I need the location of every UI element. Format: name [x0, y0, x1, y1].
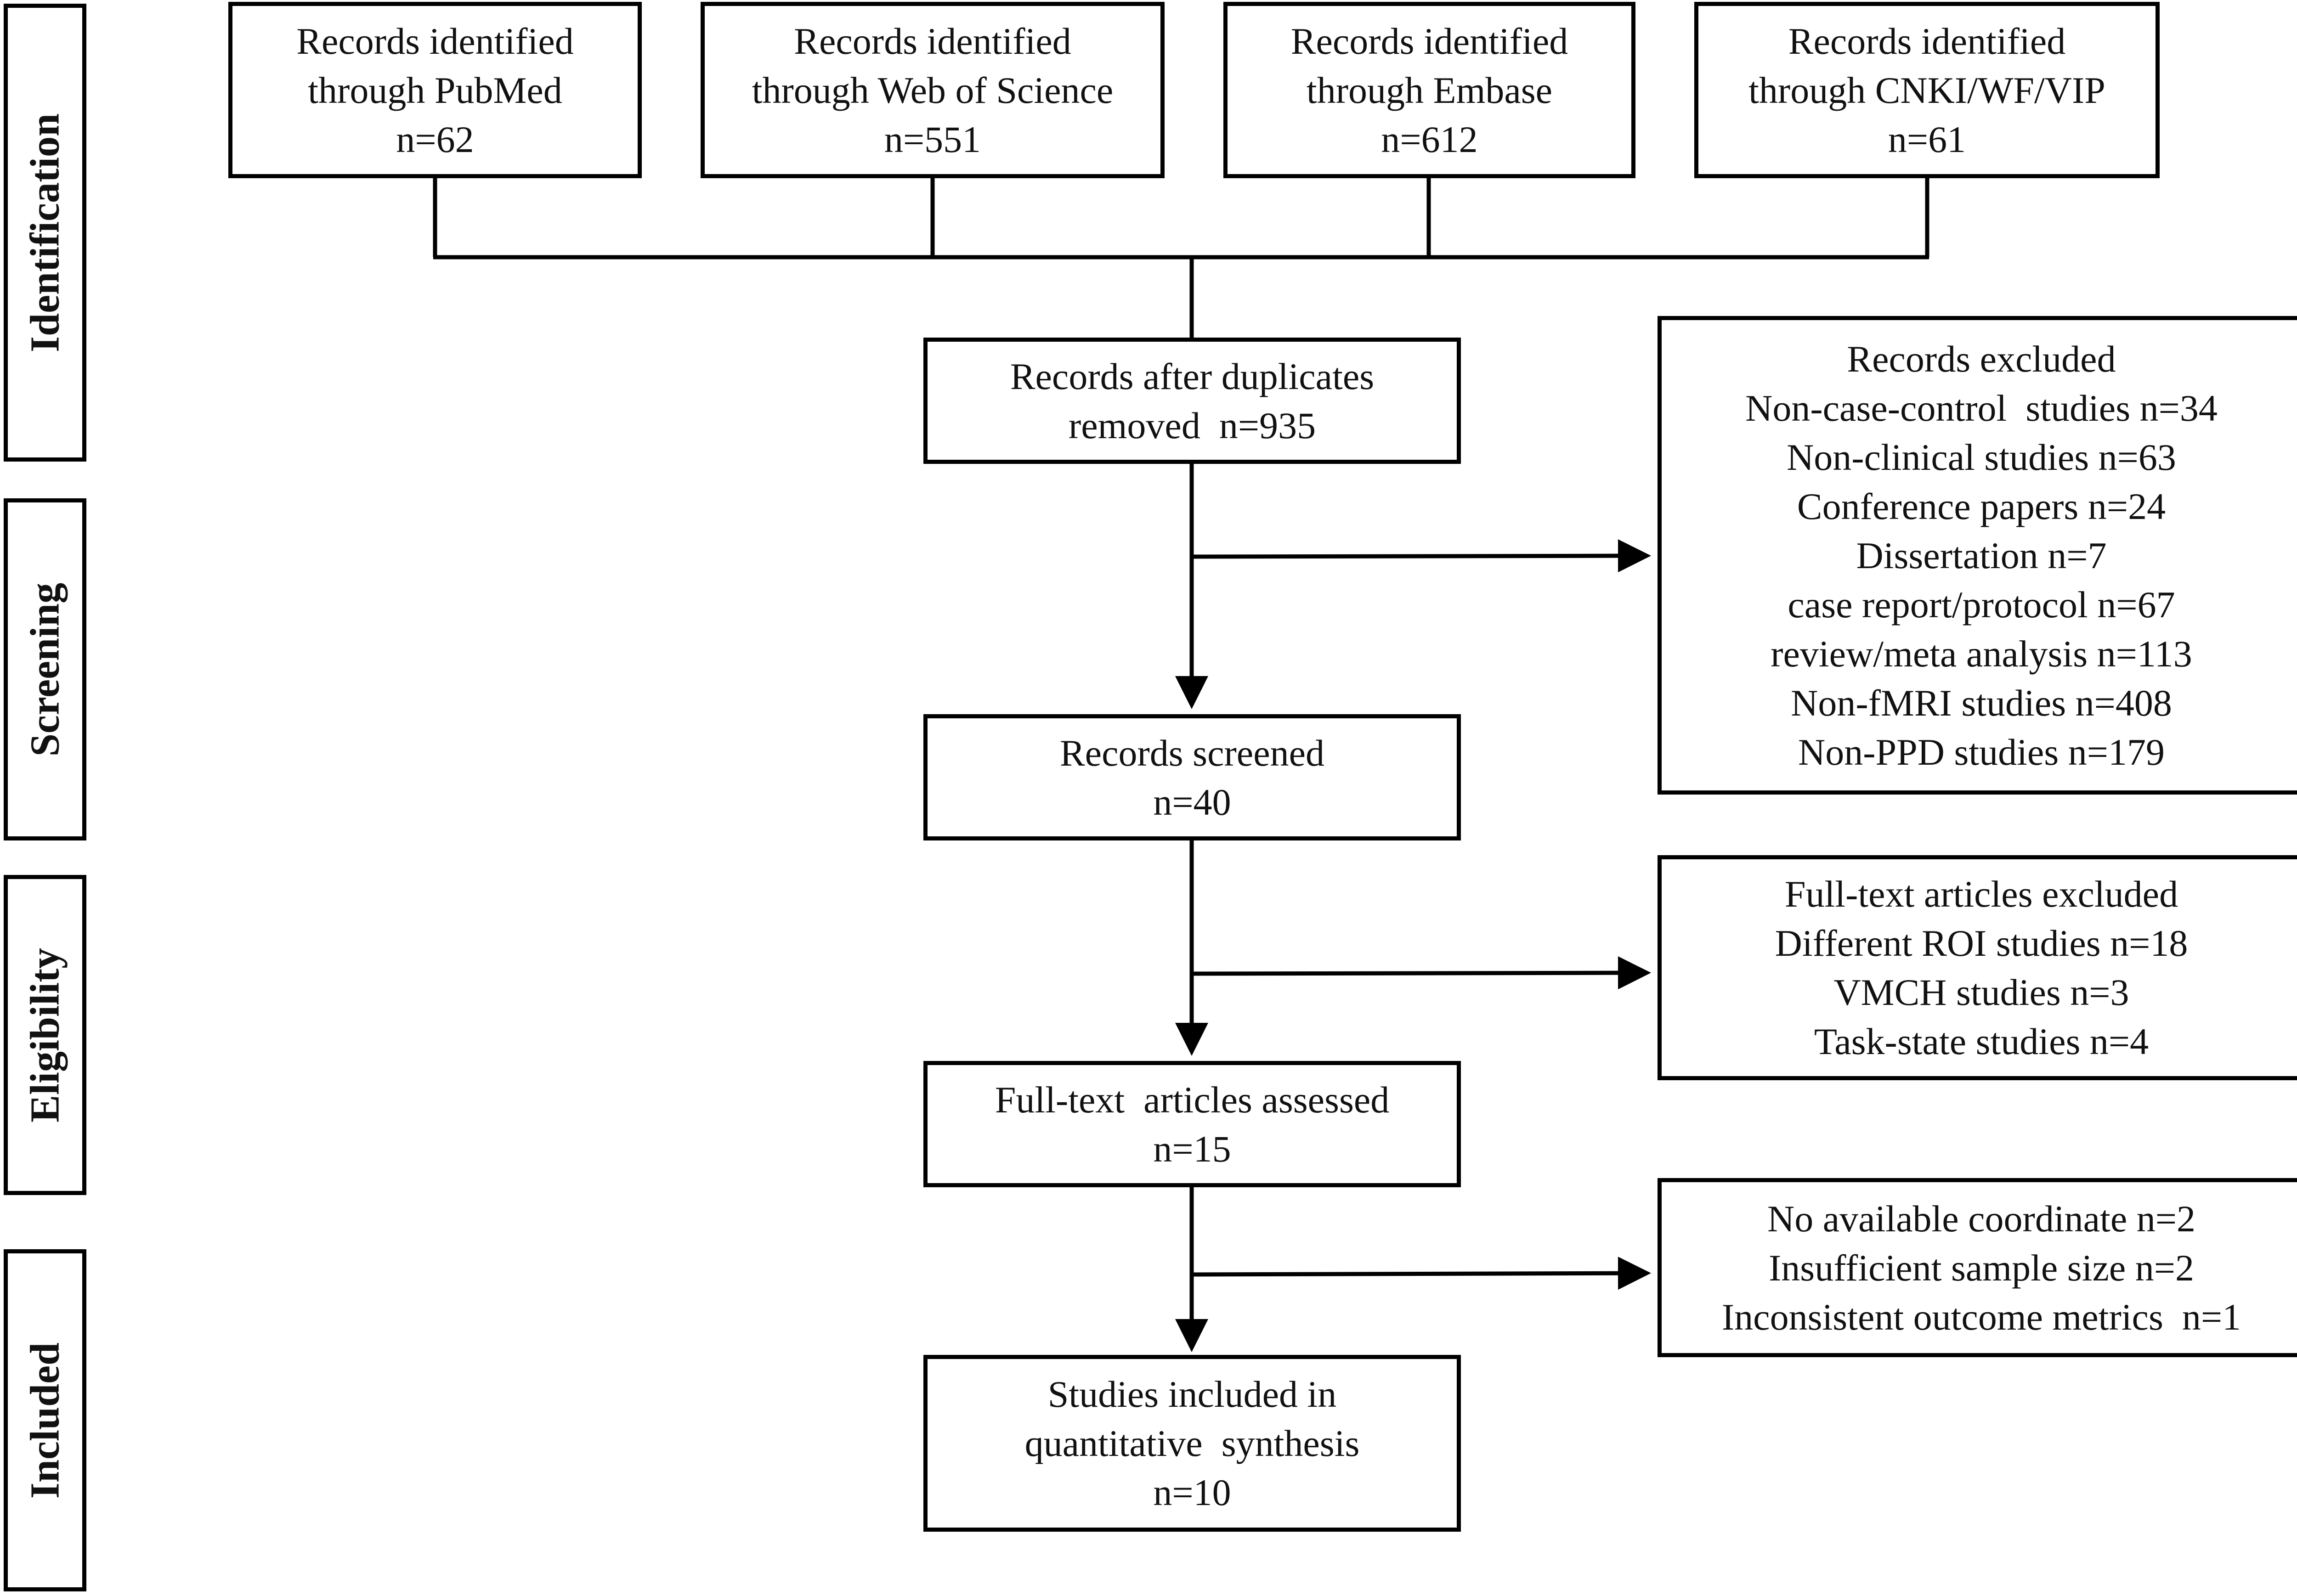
box-line: Records identified: [794, 20, 1071, 62]
box-line: Studies included in: [1047, 1373, 1337, 1415]
box-line: review/meta analysis n=113: [1771, 632, 2192, 675]
box-line: through Web of Science: [752, 69, 1114, 111]
box-line: Records identified: [1290, 20, 1568, 62]
source-box-pubmed: Records identified through PubMed n=62: [228, 2, 642, 178]
full-text-assessed-box: Full-text articles assessed n=15: [923, 1061, 1461, 1187]
box-line: Inconsistent outcome metrics n=1: [1721, 1296, 2241, 1338]
box-line: quantitative synthesis: [1024, 1422, 1360, 1464]
box-line: Records excluded: [1847, 338, 2116, 380]
box-line: n=10: [1153, 1472, 1231, 1513]
box-line: case report/protocol n=67: [1788, 583, 2175, 626]
box-line: through PubMed: [308, 69, 562, 111]
arrow-to-final-excluded: [1191, 1257, 1651, 1290]
box-line: removed n=935: [1068, 404, 1316, 446]
arrow-to-records-excluded: [1191, 539, 1651, 573]
records-excluded-box: Records excluded Non-case-control studie…: [1658, 316, 2297, 795]
box-line: Records after duplicates: [1010, 355, 1375, 397]
box-line: Full-text articles excluded: [1784, 873, 2178, 915]
box-line: n=15: [1153, 1128, 1231, 1170]
box-line: Insufficient sample size n=2: [1769, 1246, 2194, 1289]
box-line: Dissertation n=7: [1856, 534, 2107, 576]
box-line: Records identified: [296, 20, 574, 62]
box-line: Non-fMRI studies n=408: [1791, 682, 2172, 724]
stage-screening: Screening: [4, 498, 86, 840]
box-line: Different ROI studies n=18: [1775, 922, 2188, 964]
studies-included-box: Studies included in quantitative synthes…: [923, 1355, 1461, 1532]
box-line: n=62: [396, 118, 474, 160]
box-line: n=61: [1888, 118, 1966, 160]
box-line: through Embase: [1306, 69, 1553, 111]
box-line: through CNKI/WF/VIP: [1748, 69, 2105, 111]
box-line: No available coordinate n=2: [1767, 1197, 2195, 1240]
source-box-web-of-science: Records identified through Web of Scienc…: [701, 2, 1165, 178]
box-line: VMCH studies n=3: [1833, 971, 2129, 1013]
source-box-embase: Records identified through Embase n=612: [1223, 2, 1635, 178]
box-line: Task-state studies n=4: [1814, 1021, 2149, 1062]
full-text-excluded-box: Full-text articles excluded Different RO…: [1658, 855, 2297, 1080]
box-line: Non-clinical studies n=63: [1787, 436, 2176, 478]
box-line: Non-PPD studies n=179: [1798, 731, 2165, 773]
box-line: Records screened: [1059, 732, 1324, 774]
records-screened-box: Records screened n=40: [923, 714, 1461, 840]
box-line: Records identified: [1788, 20, 2066, 62]
box-line: Conference papers n=24: [1797, 485, 2166, 527]
box-line: n=612: [1381, 118, 1478, 160]
stage-included: Included: [4, 1249, 86, 1591]
stage-identification: Identification: [4, 4, 86, 462]
box-line: Non-case-control studies n=34: [1745, 387, 2218, 429]
source-box-cnki-wf-vip: Records identified through CNKI/WF/VIP n…: [1694, 2, 2160, 178]
box-line: n=551: [884, 118, 981, 160]
arrow-to-fulltext-excluded: [1191, 956, 1651, 990]
stage-eligibility: Eligibility: [4, 875, 86, 1195]
final-exclusions-box: No available coordinate n=2 Insufficient…: [1658, 1178, 2297, 1357]
box-line: n=40: [1153, 781, 1231, 823]
records-after-duplicates-box: Records after duplicates removed n=935: [923, 338, 1461, 464]
box-line: Full-text articles assessed: [995, 1078, 1390, 1121]
